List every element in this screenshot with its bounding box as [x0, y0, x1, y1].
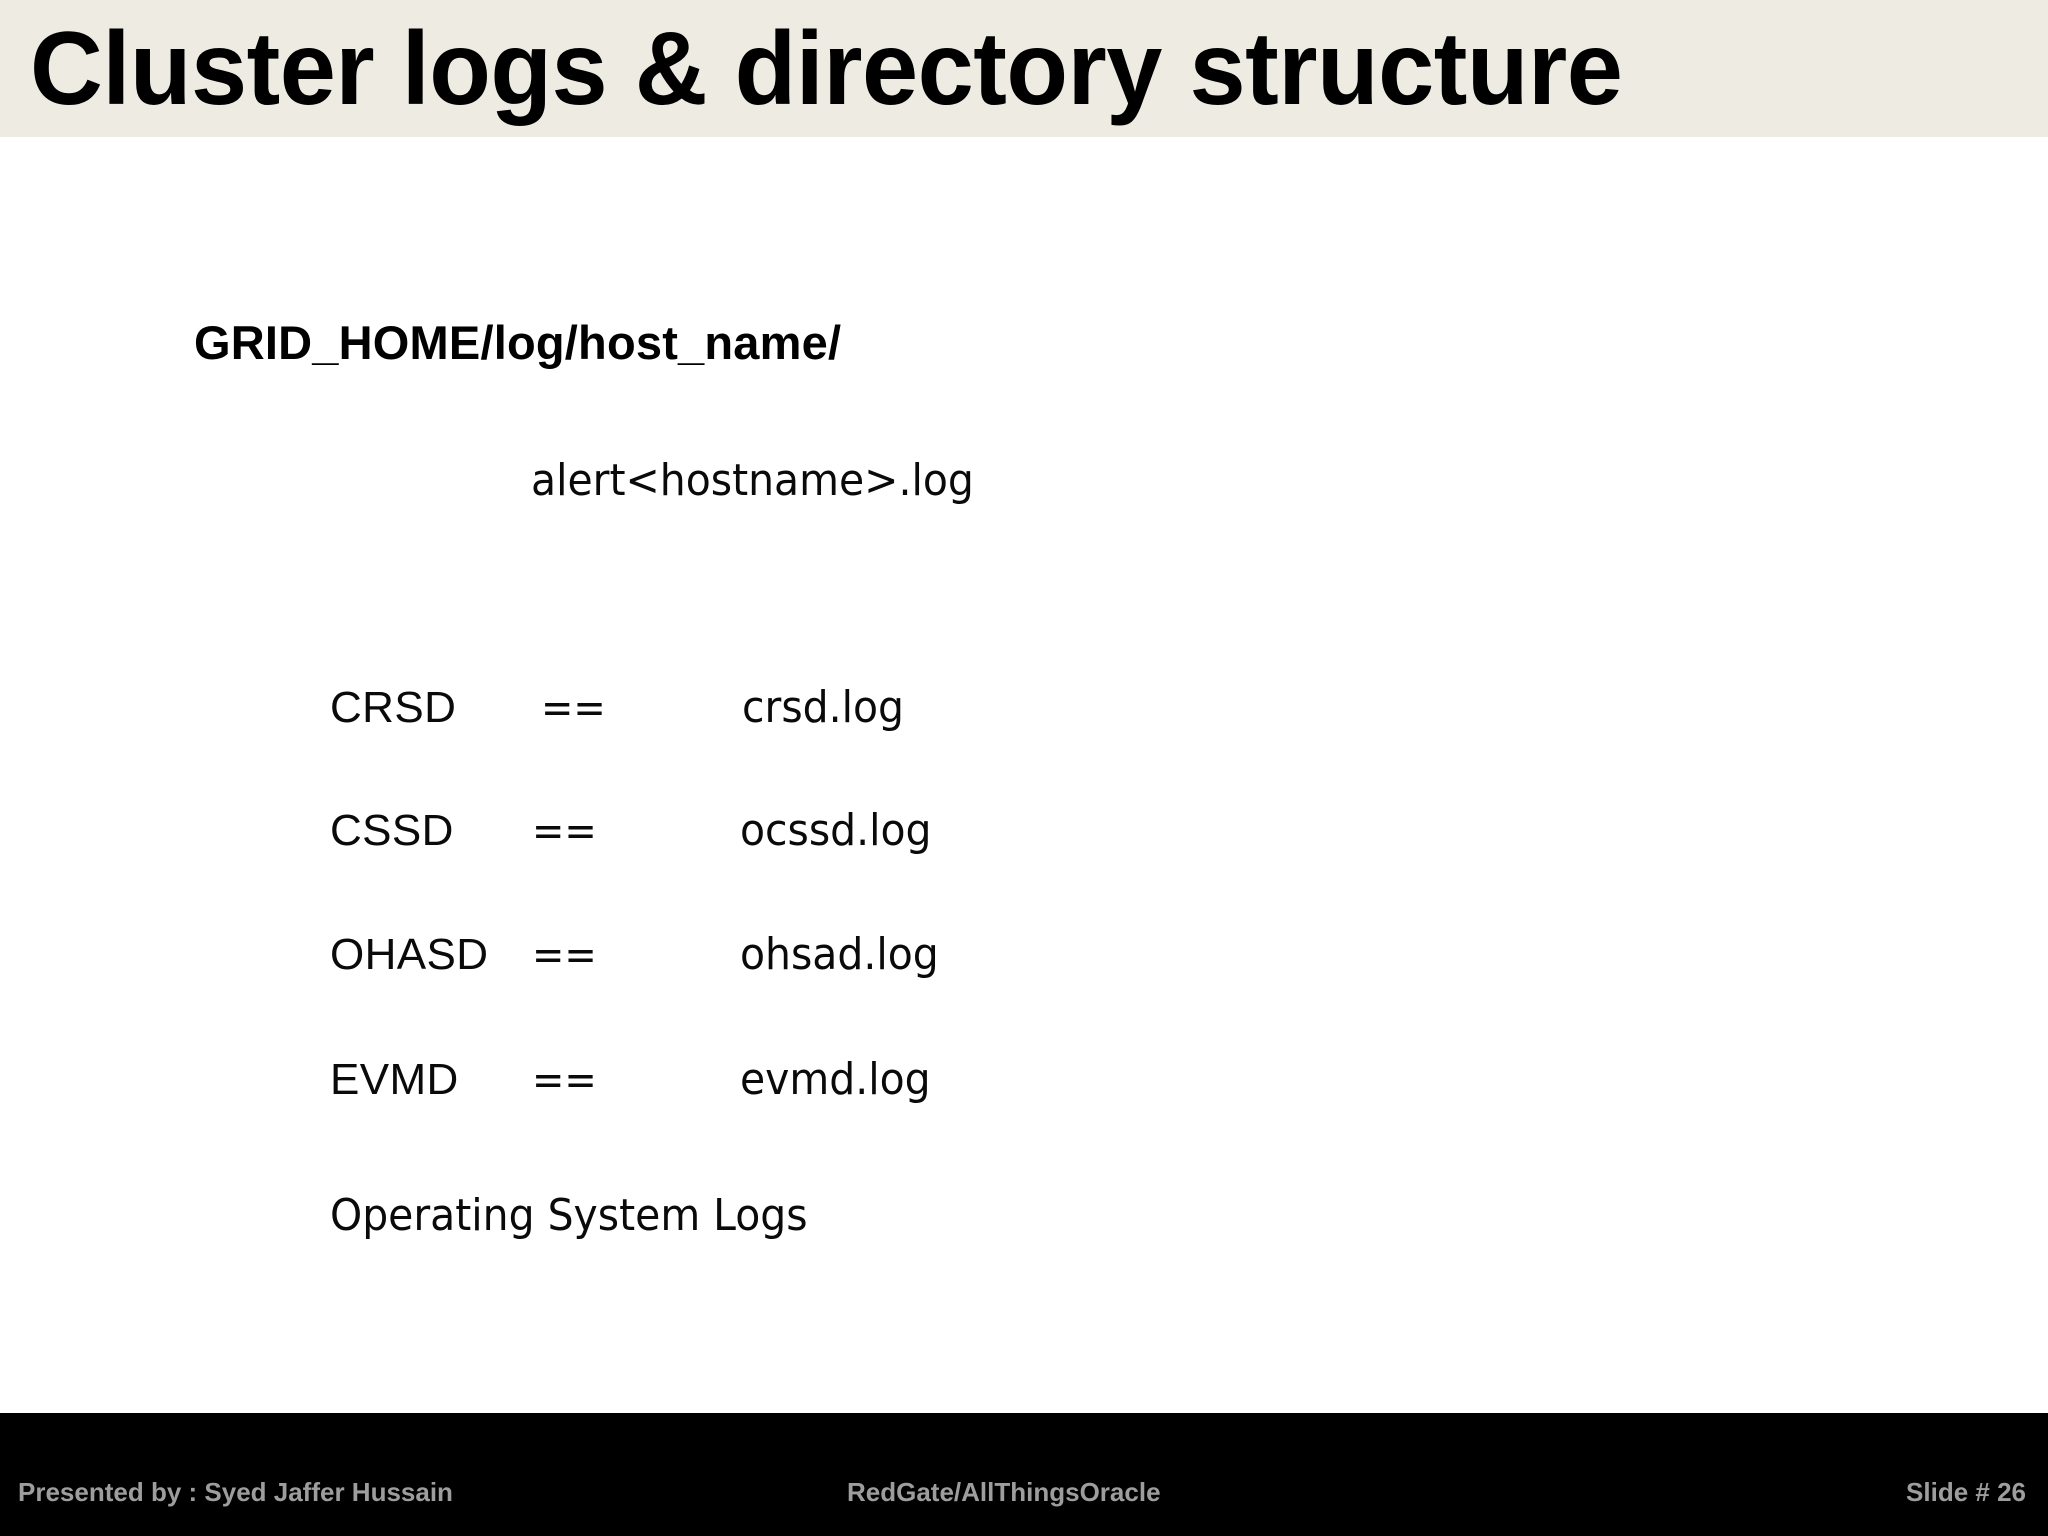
- daemon-name: OHASD: [330, 930, 489, 979]
- equals-operator: ==: [532, 806, 597, 855]
- os-logs-label: Operating System Logs: [330, 1190, 808, 1241]
- log-filename: evmd.log: [740, 1054, 931, 1105]
- table-row: CSSD == ocssd.log: [0, 802, 2048, 862]
- daemon-name: CRSD: [330, 683, 457, 732]
- slide-body: GRID_HOME/log/host_name/ alert<hostname>…: [0, 137, 2048, 1413]
- title-band: Cluster logs & directory structure: [0, 0, 2048, 137]
- equals-operator: ==: [532, 930, 597, 979]
- log-filename: crsd.log: [742, 682, 905, 733]
- equals-operator: ==: [541, 683, 606, 732]
- footer-organization: RedGate/AllThingsOracle: [847, 1477, 1161, 1507]
- alert-log-filename: alert<hostname>.log: [531, 455, 974, 506]
- table-row: OHASD == ohsad.log: [0, 926, 2048, 986]
- log-filename: ohsad.log: [740, 929, 939, 980]
- footer-presenter: Presented by : Syed Jaffer Hussain: [18, 1477, 453, 1507]
- page-title: Cluster logs & directory structure: [30, 11, 1623, 127]
- equals-operator: ==: [532, 1055, 597, 1104]
- daemon-name: CSSD: [330, 806, 454, 855]
- log-filename: ocssd.log: [740, 805, 932, 856]
- slide-footer: Presented by : Syed Jaffer Hussain RedGa…: [0, 1413, 2048, 1536]
- table-row: EVMD == evmd.log: [0, 1051, 2048, 1111]
- table-row: CRSD == crsd.log: [0, 679, 2048, 739]
- footer-slide-number: Slide # 26: [1906, 1477, 2026, 1507]
- path-heading: GRID_HOME/log/host_name/: [194, 316, 842, 369]
- daemon-name: EVMD: [330, 1055, 459, 1104]
